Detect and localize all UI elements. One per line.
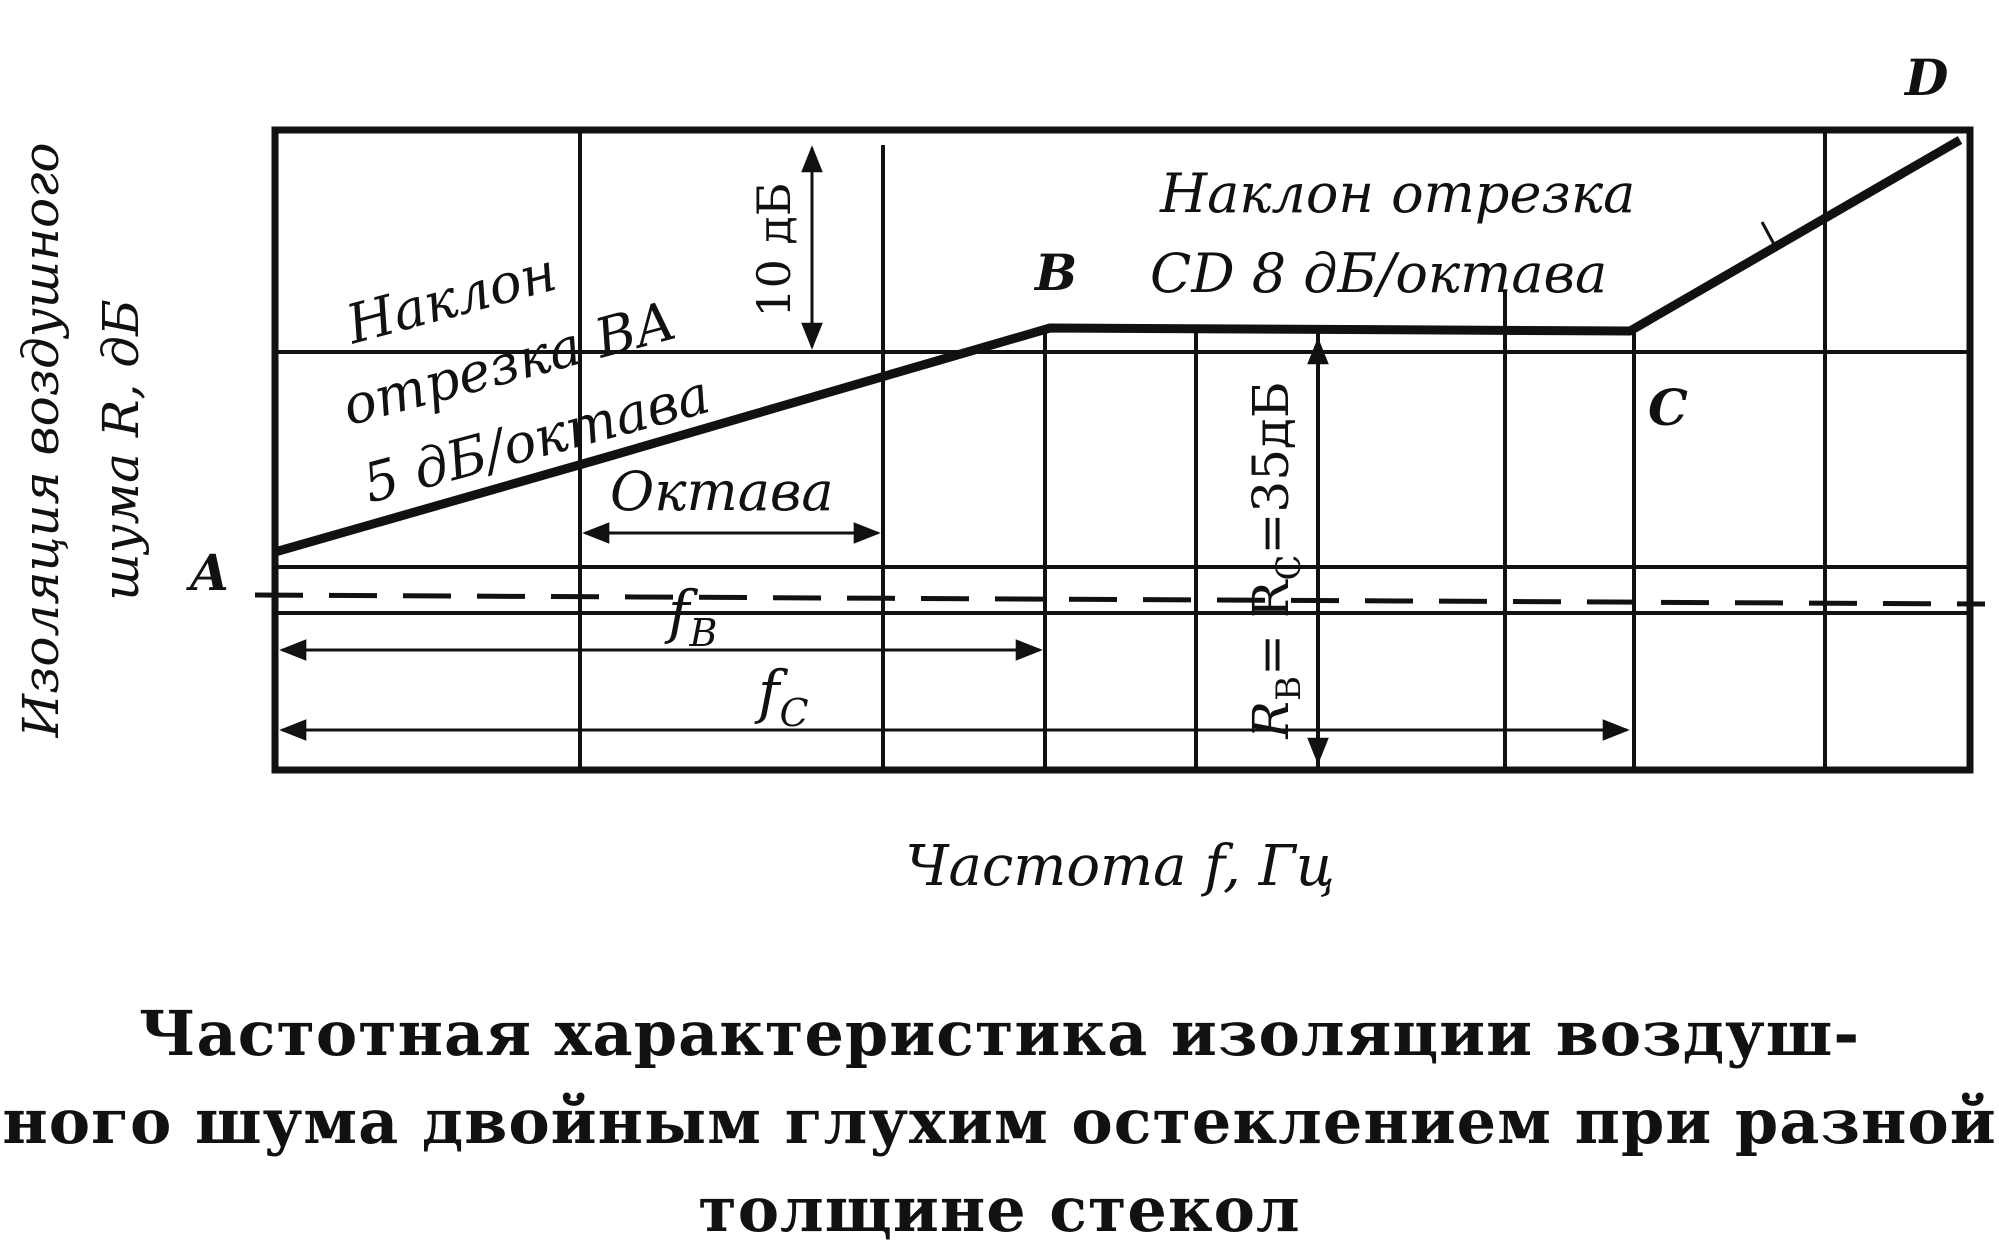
rb-rc-mid: = R	[1242, 579, 1300, 676]
fc-label: fC	[754, 658, 809, 735]
cd-slope-tick	[1760, 221, 1777, 247]
fb-label: fB	[664, 578, 717, 655]
rb-rc-sub1: B	[1269, 676, 1309, 701]
y-axis-title-line2: шума R, дБ	[92, 299, 150, 600]
plot-frame	[271, 126, 1974, 774]
caption-line2: ного шума двойным глухим остеклением при…	[2, 1085, 1997, 1158]
rb-rc-label: RB= RC=35дБ	[1242, 381, 1309, 739]
caption-line1: Частотная характеристика изоляции воздуш…	[138, 997, 1861, 1070]
y-axis-title-line1: Изоляция воздушного	[12, 143, 70, 739]
horizontal-grid	[275, 350, 1970, 615]
cd-slope-line1: Наклон отрезка	[1159, 162, 1635, 225]
fb-subscript: B	[688, 611, 717, 655]
rb-rc-prefix: R	[1242, 701, 1300, 740]
break-dash-line	[254, 592, 1986, 607]
x-axis-title: Частота f, Гц	[905, 834, 1335, 899]
ten-db-label: 10 дБ	[747, 182, 801, 317]
point-b-label: B	[1033, 243, 1077, 302]
insulation-curve	[273, 136, 1963, 557]
rb-rc-sub2: C	[1269, 554, 1309, 580]
octave-label: Октава	[610, 460, 834, 523]
cd-slope-line2: CD 8 дБ/октава	[1150, 242, 1607, 305]
point-a-label: A	[186, 543, 229, 602]
figure-caption: Частотная характеристика изоляции воздуш…	[0, 990, 1999, 1254]
caption-line3: толщине стекол	[698, 1173, 1301, 1246]
point-d-label: D	[1903, 48, 1948, 107]
fc-subscript: C	[779, 691, 808, 735]
rb-rc-value: =35дБ	[1242, 381, 1300, 554]
point-c-label: C	[1648, 378, 1688, 437]
